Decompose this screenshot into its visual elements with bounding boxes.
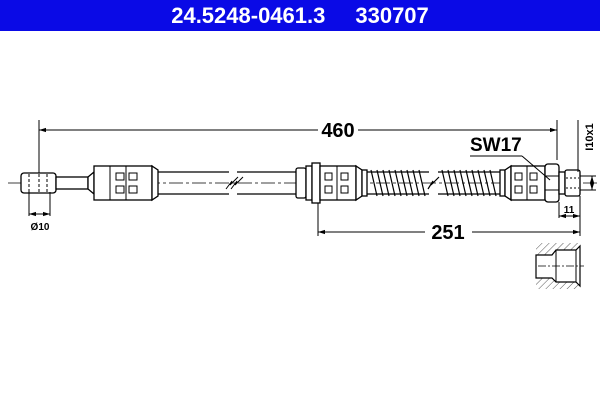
right-end-fitting	[499, 163, 581, 203]
left-end-fitting	[20, 164, 159, 202]
wrench-size-label: SW17	[470, 135, 522, 156]
diameter-label: Ø10	[31, 222, 50, 233]
wrench-size-callout: SW17	[470, 135, 551, 181]
mid-bracket-fitting	[295, 162, 368, 204]
overall-length-dimension: 460	[38, 120, 558, 182]
break-line-symbol	[225, 176, 244, 190]
reference-number: 330707	[355, 2, 429, 28]
thread-label: I10x1	[584, 123, 596, 151]
spring-guard	[367, 169, 500, 197]
overall-length-label: 460	[321, 120, 354, 142]
thread-length-label: 11	[564, 205, 575, 216]
diameter-dimension: Ø10	[28, 192, 51, 233]
part-number: 24.5248-0461.3	[171, 2, 326, 28]
title-bar: 24.5248-0461.3 330707	[0, 0, 600, 31]
hose-section-smooth	[158, 171, 296, 195]
partial-length-label: 251	[431, 222, 464, 244]
thread-dimension: I10x1	[577, 120, 596, 191]
thread-length-dimension: 11	[558, 196, 581, 236]
hatched-port-section	[535, 243, 584, 289]
partial-length-dimension: 251	[318, 222, 580, 244]
